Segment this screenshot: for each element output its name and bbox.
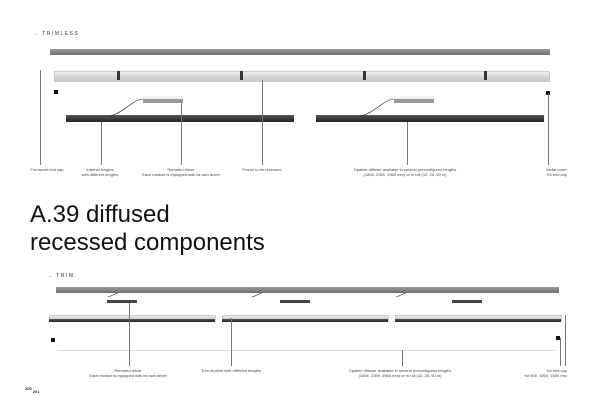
leader-line [40, 70, 41, 165]
leader-line [548, 93, 549, 165]
label-text: for 500, 1000, 1500 mm [524, 373, 567, 378]
label-text: (1894, 2359, 2960 mm) or in roll (10, 25… [363, 172, 447, 177]
leader-line [181, 103, 182, 165]
label-text: Each module is equipped with its own dri… [89, 373, 167, 378]
recessed-frame [54, 71, 550, 82]
label-frame: Frame to be recessed [243, 167, 282, 172]
end-cap [54, 90, 58, 94]
leader-line [262, 80, 263, 165]
label-text: Internal lengths [86, 167, 114, 172]
frame-joint [363, 71, 366, 80]
section-heading-trimless: → TRIMLESS [33, 31, 80, 37]
frame-joint [240, 71, 243, 80]
label-text: Kit end cap [546, 172, 567, 177]
label-text: Opaline diffuser available in several pr… [348, 368, 452, 373]
title-line: A.39 diffused [30, 201, 170, 228]
leader-line [129, 303, 130, 366]
page-numbers: 200 201 [25, 386, 40, 394]
page-title: A.39 diffused recessed components [30, 201, 265, 257]
label-text: Remoted driver [167, 167, 195, 172]
label-text: Remoted driver [114, 368, 142, 373]
label-text: Kit end cap [546, 368, 567, 373]
led-module [222, 319, 388, 322]
metal-cover [50, 49, 550, 55]
page-number-left: 200 [25, 386, 32, 391]
leader-line [565, 315, 566, 366]
remote-driver [143, 96, 183, 103]
remote-driver [394, 96, 434, 103]
label-opaline-diffuser: Opaline diffuser available in several pr… [354, 167, 457, 177]
leader-line [101, 122, 102, 165]
label-opaline-diffuser: Opaline diffuser available in several pr… [349, 368, 452, 378]
opaline-diffuser [57, 350, 555, 351]
leader-line [560, 338, 561, 366]
leader-line [407, 122, 408, 165]
led-module [49, 319, 215, 322]
end-cap [51, 338, 55, 342]
section-heading-trim: → TRIM [47, 273, 75, 279]
page-number-right: 201 [32, 389, 40, 394]
led-module [395, 319, 561, 322]
frame-joint [484, 71, 487, 80]
label-text: Opaline diffuser available in several pr… [353, 167, 457, 172]
label-text: Formwork end cap [30, 167, 64, 172]
title-line: recessed components [30, 229, 265, 256]
label-formwork-end-cap: Formwork end cap [30, 167, 63, 172]
remote-driver [452, 300, 482, 303]
label-trim-module: Trim module with different lengths [201, 368, 261, 373]
label-text: Frame to be recessed [242, 167, 282, 172]
leader-line [231, 318, 232, 366]
label-text: (1894, 2359, 2960 mm) or in roll (10, 25… [358, 373, 442, 378]
label-text: Metal cover [546, 167, 567, 172]
metal-cover [56, 287, 559, 293]
label-text: Each module is equipped with its own dri… [142, 172, 220, 177]
led-module [66, 115, 294, 122]
leader-line [402, 350, 403, 366]
end-cap [556, 336, 560, 340]
label-text: with different lengths [81, 172, 119, 177]
led-module [316, 115, 544, 122]
frame-joint [117, 71, 120, 80]
remote-driver [107, 300, 137, 303]
label-text: Trim module with different lengths [201, 368, 261, 373]
remote-driver [280, 300, 310, 303]
